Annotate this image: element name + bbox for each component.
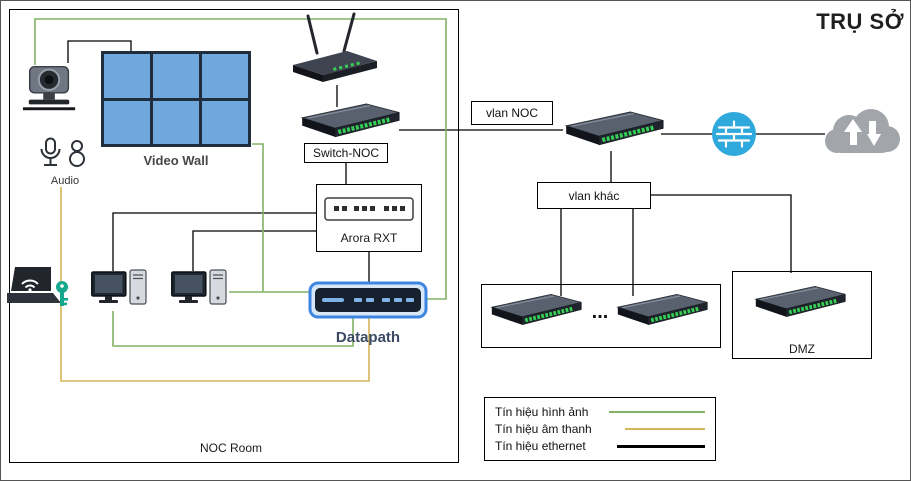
wireless-router-icon <box>289 11 381 87</box>
noc-room-box <box>9 9 459 463</box>
video-wall-panel <box>104 54 150 98</box>
vlan-noc-label-box: vlan NOC <box>471 101 553 125</box>
legend-label-ethernet: Tín hiệu ethernet <box>495 439 586 454</box>
dmz-switch-device <box>751 281 847 327</box>
switch-noc-device <box>297 99 401 147</box>
ethernet-line <box>651 194 792 273</box>
firewall-icon <box>711 111 757 157</box>
legend-box: Tín hiệu hình ảnh Tín hiệu âm thanh Tín … <box>484 397 716 461</box>
switch-group-ellipsis: ... <box>591 301 609 323</box>
vlan-noc-label: vlan NOC <box>485 106 538 120</box>
dmz-label: DMZ <box>789 342 815 356</box>
video-wall-label: Video Wall <box>143 153 209 168</box>
legend-row-audio: Tín hiệu âm thanh <box>495 422 705 436</box>
legend-row-ethernet: Tín hiệu ethernet <box>495 439 705 453</box>
workstation-icon <box>171 269 229 311</box>
arora-rxt-label: Arora RXT <box>340 231 398 245</box>
cloud-icon <box>819 105 907 163</box>
video-wall-panel <box>153 54 199 98</box>
access-switch-device <box>487 289 583 335</box>
video-wall-panel <box>202 100 248 144</box>
legend-label-audio: Tín hiệu âm thanh <box>495 421 592 436</box>
dmz-box <box>732 271 872 359</box>
access-switch-device <box>613 289 709 335</box>
laptop-wifi-icon <box>5 263 71 315</box>
page-title: TRỤ SỞ <box>816 9 904 34</box>
switch-noc-label: Switch-NOC <box>312 146 379 160</box>
vlan-other-label: vlan khác <box>568 188 620 203</box>
legend-row-video: Tín hiệu hình ảnh <box>495 405 705 419</box>
vlan-other-label-box: vlan khác <box>537 182 651 209</box>
legend-label-video: Tín hiệu hình ảnh <box>495 404 589 419</box>
noc-room-label: NOC Room <box>199 441 262 455</box>
legend-line-audio-signal <box>625 427 705 430</box>
workstation-icon <box>91 269 149 311</box>
vlan-switch-group-box <box>481 284 721 348</box>
microphone-icon <box>37 137 93 173</box>
ptz-camera-icon <box>21 61 79 113</box>
datapath-label: Datapath <box>335 329 401 346</box>
switch-noc-label-box: Switch-NOC <box>304 143 388 163</box>
video-wall-panel <box>153 100 199 144</box>
legend-line-video-signal <box>609 410 705 413</box>
video-wall-panel <box>104 100 150 144</box>
core-switch-device <box>561 107 665 155</box>
video-wall <box>101 51 251 147</box>
datapath-device <box>308 281 428 319</box>
audio-label: Audio <box>50 175 80 187</box>
legend-line-ethernet-signal <box>617 444 705 448</box>
video-wall-panel <box>202 54 248 98</box>
arora-rxt-device <box>324 197 414 221</box>
